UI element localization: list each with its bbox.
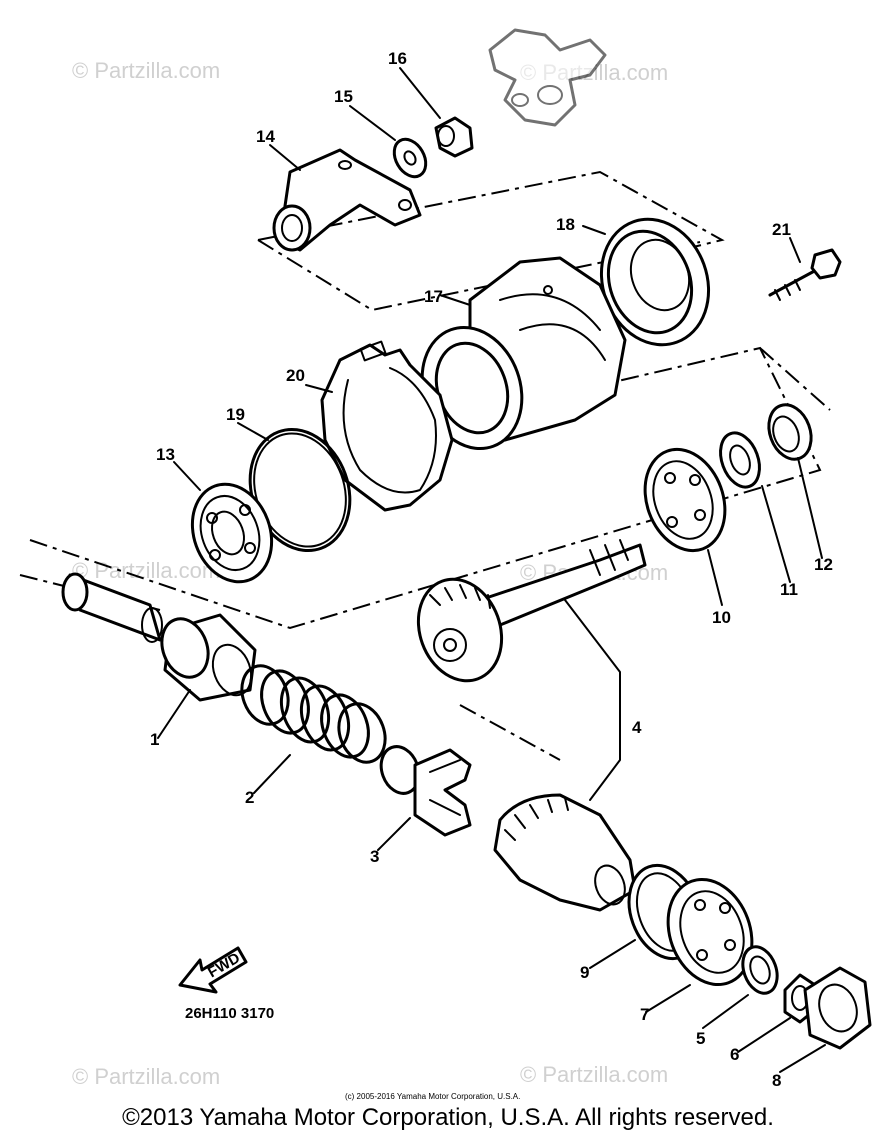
diagram-code: 26H110 3170 — [185, 1005, 274, 1022]
copyright-notice: ©2013 Yamaha Motor Corporation, U.S.A. A… — [122, 1104, 774, 1131]
part-13-bearing[interactable] — [179, 473, 285, 593]
part-14-yoke[interactable] — [272, 148, 422, 252]
part-4-pinion-gear-shaft[interactable] — [405, 539, 647, 693]
part-16-nut[interactable] — [434, 116, 474, 158]
callout-16: 16 — [388, 49, 407, 68]
forward-arrow-icon: FWD — [178, 946, 248, 994]
callout-13: 13 — [156, 445, 175, 464]
universal-joint — [488, 28, 607, 127]
assembly-box-middle — [29, 346, 822, 630]
assembly-box-top — [257, 170, 725, 261]
callout-4-bracket — [564, 599, 621, 801]
callout-12: 12 — [814, 555, 833, 574]
callout-9: 9 — [580, 963, 589, 982]
callout-11: 11 — [780, 580, 798, 599]
part-7-bearing[interactable] — [654, 868, 766, 997]
part-5-washer[interactable] — [737, 942, 783, 998]
assembly-box-middle-edge — [759, 347, 831, 411]
part-11-shim[interactable] — [714, 428, 767, 493]
callout-5: 5 — [696, 1029, 705, 1048]
callout-10: 10 — [712, 608, 731, 627]
watermark: © Partzilla.com — [72, 1064, 220, 1089]
watermark: © Partzilla.com — [72, 558, 220, 583]
part-12-oil-seal[interactable] — [762, 399, 819, 465]
part-10-bearing[interactable] — [632, 438, 739, 562]
drive-shaft-tube — [61, 572, 163, 643]
callout-21: 21 — [772, 220, 791, 239]
part-15-washer[interactable] — [388, 134, 432, 183]
callout-6: 6 — [730, 1045, 739, 1064]
callout-4: 4 — [632, 718, 642, 737]
callout-14: 14 — [256, 127, 275, 146]
leader-lines — [157, 67, 826, 1073]
part-8-nut[interactable] — [803, 966, 872, 1050]
part-4-ring-gear[interactable] — [493, 793, 637, 912]
callout-19: 19 — [226, 405, 245, 424]
gear-axis-line — [459, 704, 561, 761]
part-18-sleeve[interactable] — [584, 204, 726, 360]
callout-15: 15 — [334, 87, 353, 106]
part-2-spring[interactable] — [234, 659, 393, 768]
callout-20: 20 — [286, 366, 305, 385]
callout-8: 8 — [772, 1071, 781, 1090]
callout-3: 3 — [370, 847, 379, 866]
part-17-housing[interactable] — [406, 256, 627, 463]
small-copyright: (c) 2005-2016 Yamaha Motor Corporation, … — [345, 1092, 520, 1101]
callout-18: 18 — [556, 215, 575, 234]
callout-17: 17 — [424, 287, 443, 306]
part-3-fork-joint[interactable] — [375, 741, 472, 837]
part-21-bolt[interactable] — [768, 248, 842, 301]
watermark: © Partzilla.com — [72, 58, 220, 83]
callout-7: 7 — [640, 1005, 649, 1024]
callout-1: 1 — [150, 730, 159, 749]
part-1-collar[interactable] — [154, 612, 258, 702]
watermark: © Partzilla.com — [520, 1062, 668, 1087]
callout-2: 2 — [245, 788, 254, 807]
assembly-box-top-bottom — [257, 239, 701, 312]
